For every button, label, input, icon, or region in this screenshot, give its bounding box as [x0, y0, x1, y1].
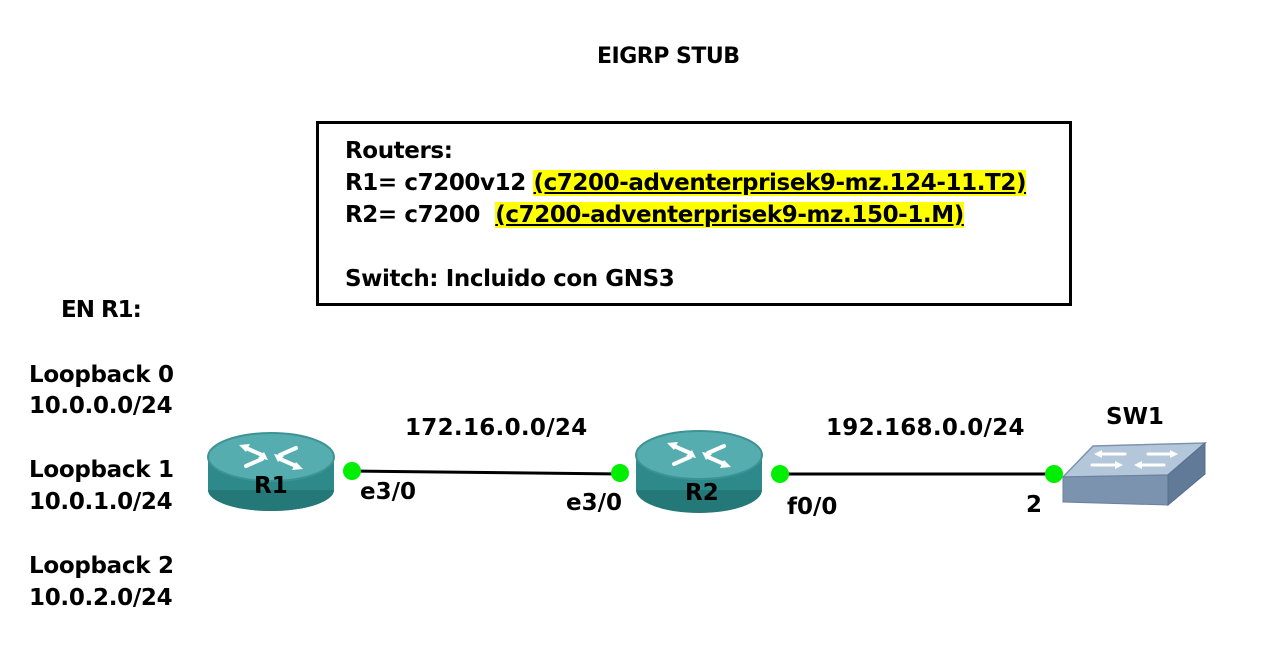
- port-label-r1-e3-0: e3/0: [360, 479, 417, 505]
- r1-model: R1= c7200v12: [345, 170, 534, 196]
- port-dot-r1-e3-0: [343, 462, 361, 480]
- switch-sw1-icon[interactable]: [1061, 441, 1208, 507]
- r1-model-line: R1= c7200v12 (c7200-adventerprisek9-mz.1…: [345, 170, 1026, 196]
- info-box: Routers: R1= c7200v12 (c7200-adventerpri…: [316, 121, 1072, 306]
- link-r1-r2: [349, 469, 622, 476]
- switch-line: Switch: Incluido con GNS3: [345, 266, 675, 292]
- r2-label: R2: [685, 480, 719, 506]
- loopback-1-network: 10.0.1.0/24: [29, 489, 173, 515]
- port-dot-r2-f0-0: [771, 465, 789, 483]
- sw1-label: SW1: [1106, 404, 1164, 430]
- r1-label: R1: [254, 473, 288, 499]
- port-label-sw1-2: 2: [1026, 492, 1043, 518]
- router-r2-icon[interactable]: [635, 430, 763, 513]
- diagram-title: EIGRP STUB: [597, 44, 740, 69]
- port-label-r2-e3-0: e3/0: [566, 490, 623, 516]
- network-r2-sw1: 192.168.0.0/24: [826, 415, 1025, 441]
- r2-model-line: R2= c7200 (c7200-adventerprisek9-mz.150-…: [345, 202, 964, 228]
- loopback-0-name: Loopback 0: [29, 362, 174, 388]
- network-r1-r2: 172.16.0.0/24: [405, 415, 588, 441]
- port-dot-sw1-2: [1045, 465, 1063, 483]
- r2-model: R2= c7200: [345, 202, 496, 228]
- port-label-r2-f0-0: f0/0: [787, 494, 838, 520]
- routers-heading: Routers:: [345, 138, 453, 164]
- r1-section-heading: EN R1:: [61, 297, 142, 323]
- port-dot-r2-e3-0: [611, 464, 629, 482]
- r2-ios-image: (c7200-adventerprisek9-mz.150-1.M): [495, 202, 964, 228]
- loopback-2-network: 10.0.2.0/24: [29, 585, 173, 611]
- r1-ios-image: (c7200-adventerprisek9-mz.124-11.T2): [533, 170, 1027, 196]
- loopback-1-name: Loopback 1: [29, 457, 174, 483]
- loopback-2-name: Loopback 2: [29, 553, 174, 579]
- loopback-0-network: 10.0.0.0/24: [29, 393, 173, 419]
- router-r1-icon[interactable]: [207, 432, 335, 511]
